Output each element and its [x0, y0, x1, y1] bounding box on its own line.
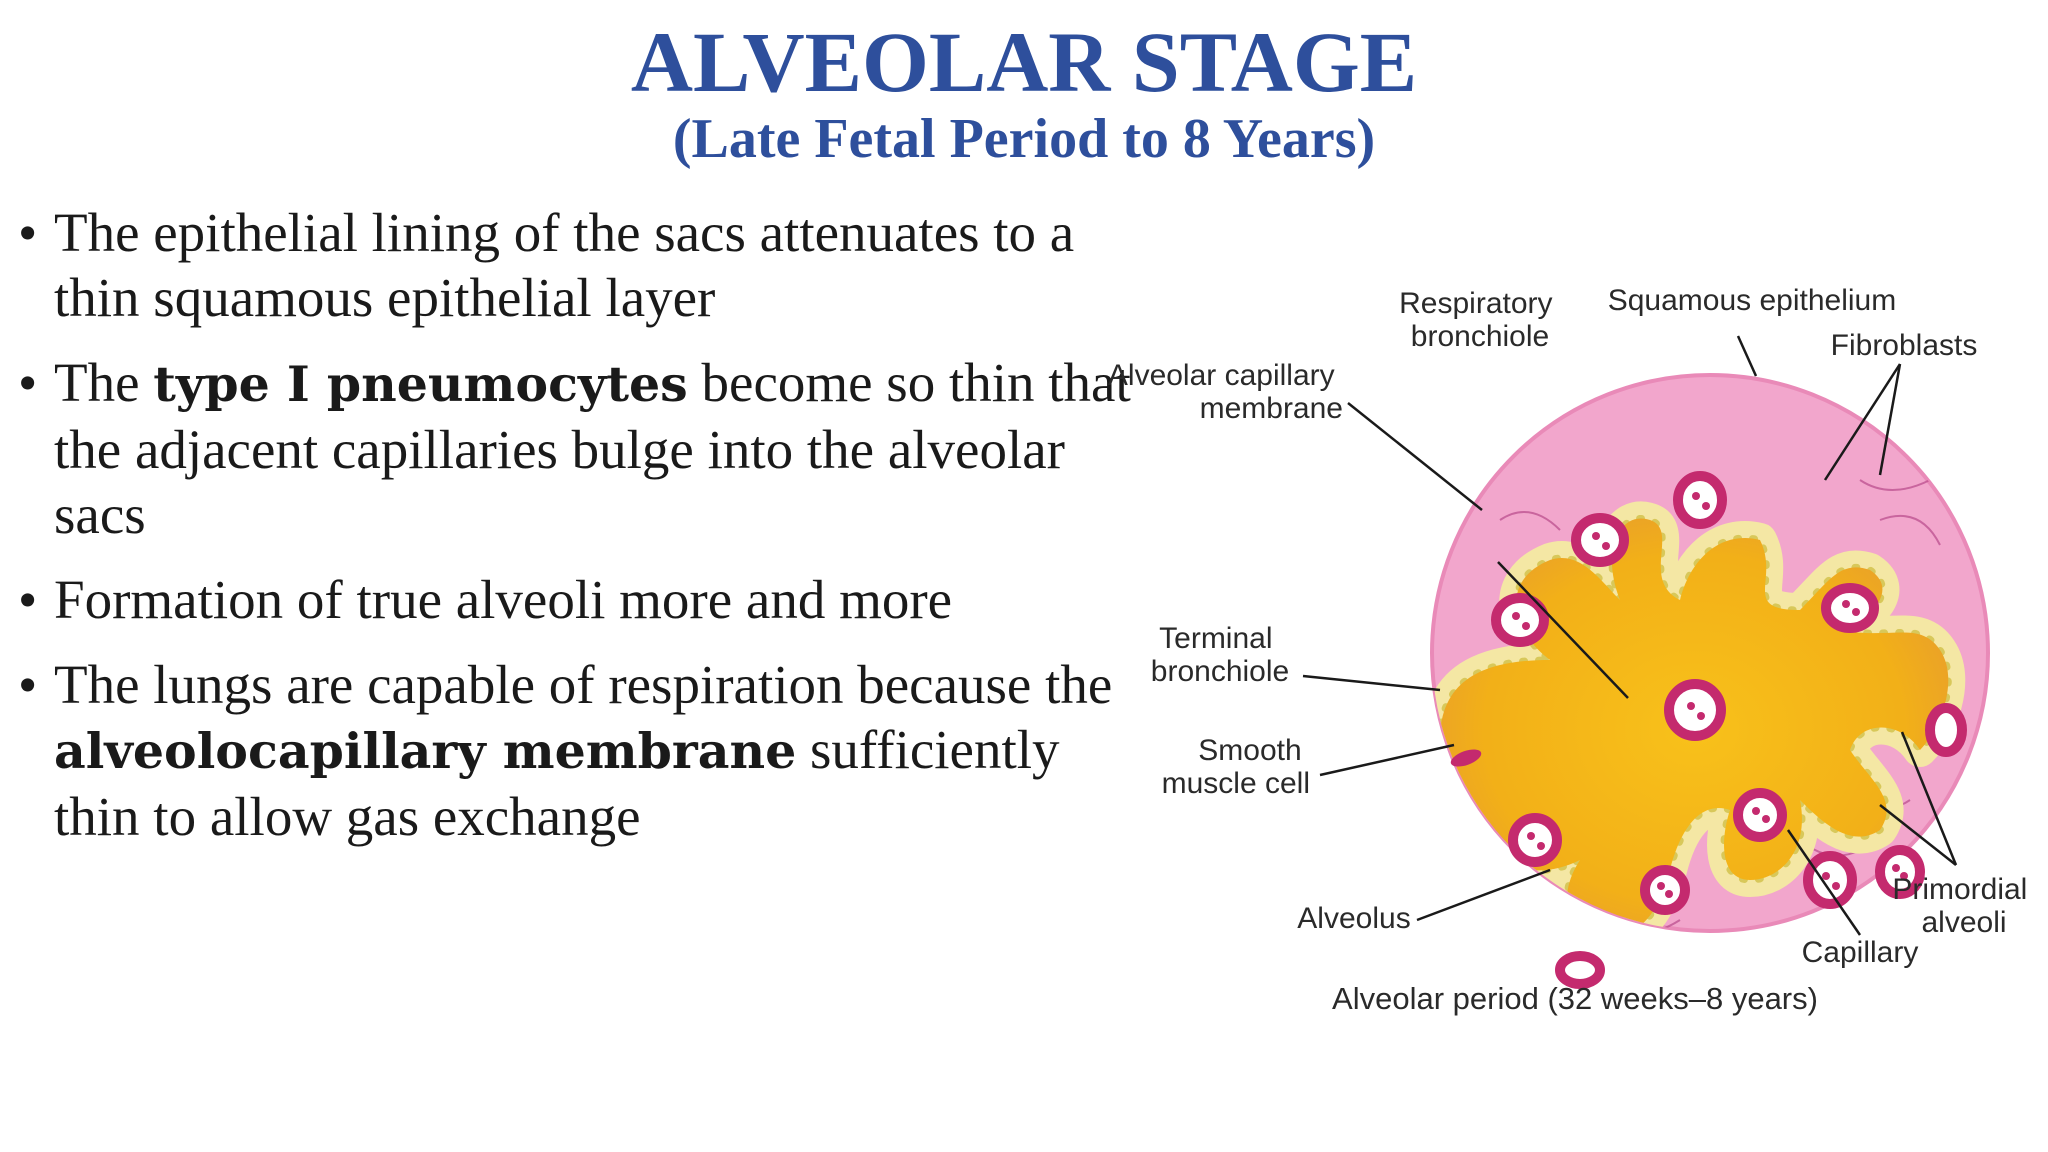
label-smooth-muscle-cell-line2: muscle cell: [1162, 767, 1310, 800]
label-smooth-muscle-cell-line1: Smooth: [1198, 734, 1301, 767]
diagram-labels: Respiratory bronchiole Squamous epitheli…: [1108, 284, 2035, 1016]
capillary-cell: [1508, 813, 1562, 867]
leader-fibroblasts-2: [1878, 363, 1902, 476]
label-alveolar-capillary-membrane-line1: Alveolar capillary: [1108, 359, 1335, 392]
bullet-dot: •: [18, 352, 38, 413]
leader-lines: [1302, 335, 1958, 936]
diagram-caption: Alveolar period (32 weeks–8 years): [1332, 981, 1818, 1016]
bullet-dot: •: [18, 654, 38, 715]
label-alveolus: Alveolus: [1297, 902, 1410, 935]
label-primordial-alveoli: Primordial alveoli: [1892, 873, 2035, 939]
capillary-cell: [1803, 851, 1857, 909]
smooth-muscle-cell: [1450, 749, 1482, 767]
capillary-cell: [1555, 951, 1605, 989]
bullet-bold-term: alveolocapillary membrane: [54, 722, 797, 780]
capillary-cell: [1571, 513, 1629, 567]
capillary-cell: [1640, 865, 1690, 915]
label-fibroblasts: Fibroblasts: [1831, 329, 1978, 362]
label-capillary: Capillary: [1802, 936, 1919, 969]
label-primordial-alveoli-line2: alveoli: [1921, 906, 2006, 939]
label-squamous-epithelium: Squamous epithelium: [1608, 284, 1897, 317]
leader-alveolus: [1416, 868, 1551, 922]
bullet-item: • Formation of true alveoli more and mor…: [18, 567, 1133, 632]
capillary-cell: [1875, 845, 1925, 899]
leader-smooth-muscle-cell: [1319, 743, 1455, 777]
leader-terminal-bronchiole: [1302, 674, 1441, 692]
capillary-cell: [1673, 471, 1727, 529]
bullet-text: become so thin that the adjacent capilla…: [54, 352, 1131, 545]
label-respiratory-bronchiole-line2: bronchiole: [1411, 320, 1549, 353]
bullet-dot: •: [18, 202, 38, 263]
alveolar-diagram: Respiratory bronchiole Squamous epitheli…: [1108, 284, 2035, 1016]
bullet-list: • The epithelial lining of the sacs atte…: [18, 200, 1133, 869]
capillary-cell: [1664, 679, 1726, 741]
bullet-item: • The epithelial lining of the sacs atte…: [18, 200, 1133, 330]
bullet-text: sufficiently thin to allow gas exchange: [54, 719, 1060, 847]
leader-respiratory-bronchiole: [1497, 561, 1629, 699]
leader-alveolar-capillary-membrane: [1347, 402, 1483, 511]
label-respiratory-bronchiole-line1: Respiratory: [1399, 287, 1552, 320]
label-terminal-bronchiole-line1: Terminal: [1159, 622, 1272, 655]
leader-squamous-epithelium: [1736, 335, 1758, 377]
capillary-cell: [1491, 593, 1549, 647]
capillary-cell: [1925, 703, 1967, 757]
label-terminal-bronchiole: Terminal bronchiole: [1151, 622, 1289, 688]
label-alveolar-capillary-membrane: Alveolar capillary membrane: [1108, 359, 1343, 425]
slide-title: ALVEOLAR STAGE: [630, 14, 1418, 110]
capillary-cell: [1733, 788, 1787, 842]
leader-capillary: [1786, 829, 1862, 936]
capillary-cell: [1821, 583, 1879, 633]
leader-primordial-alveoli-1: [1900, 731, 1958, 866]
bullet-text: The epithelial lining of the sacs attenu…: [54, 202, 1075, 328]
bullet-dot: •: [18, 569, 38, 630]
leader-primordial-alveoli-2: [1879, 804, 1957, 866]
bullet-bold-term: type I pneumocytes: [153, 355, 688, 413]
bullet-text: The: [54, 352, 154, 413]
bullet-text: Formation of true alveoli more and more: [54, 569, 953, 630]
slide-subtitle: (Late Fetal Period to 8 Years): [672, 108, 1376, 170]
label-smooth-muscle-cell: Smooth muscle cell: [1162, 734, 1310, 800]
label-respiratory-bronchiole: Respiratory bronchiole: [1399, 287, 1561, 353]
leader-fibroblasts-1: [1823, 363, 1902, 481]
label-terminal-bronchiole-line2: bronchiole: [1151, 655, 1289, 688]
label-alveolar-capillary-membrane-line2: membrane: [1200, 392, 1343, 425]
capillaries: [1491, 471, 1967, 989]
bullet-item: • The type I pneumocytes become so thin …: [18, 350, 1133, 547]
label-primordial-alveoli-line1: Primordial: [1892, 873, 2027, 906]
bullet-item: • The lungs are capable of respiration b…: [18, 652, 1133, 849]
bullet-text: The lungs are capable of respiration bec…: [54, 654, 1113, 715]
